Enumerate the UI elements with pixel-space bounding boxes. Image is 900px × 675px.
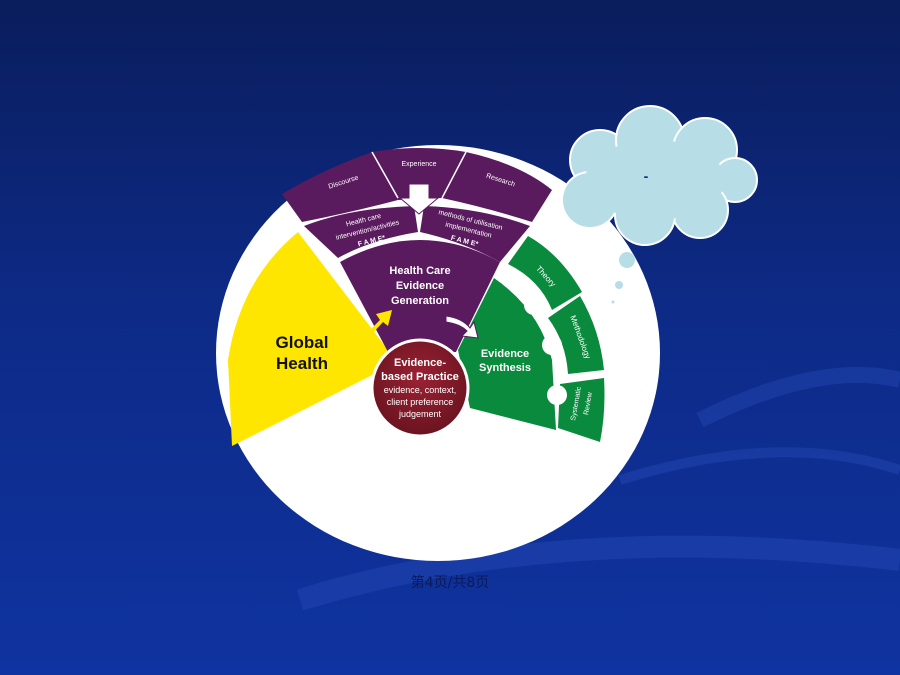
- ebp-text-line5: judgement: [398, 409, 442, 419]
- top-band-left: [282, 152, 398, 222]
- generation-label-line3: Generation: [391, 295, 449, 307]
- yellow-arrow-icon: [366, 310, 392, 337]
- background-swirls: [296, 367, 900, 611]
- experience-label: Experience: [401, 161, 436, 168]
- top-down-arrow: [398, 183, 440, 215]
- top-band-right: [442, 152, 552, 222]
- top-band-dividers: [371, 151, 467, 199]
- global-health-label-line1: Global: [276, 333, 329, 352]
- ebp-text-line3: evidence, context,: [384, 385, 457, 395]
- synthesis-label-line2: Synthesis: [479, 362, 531, 374]
- generation-label-line2: Evidence: [396, 280, 444, 292]
- theory-tab: [508, 236, 582, 310]
- cloud-text: -: [644, 168, 649, 184]
- ebp-text-line4: client preference: [387, 397, 454, 407]
- thought-bubble-medium: [615, 281, 623, 289]
- generation-label-line1: Health Care: [389, 265, 450, 277]
- systematic-review-tab: [558, 378, 605, 442]
- thought-bubble-small: [611, 300, 615, 304]
- synthesis-label-line1: Evidence: [481, 348, 529, 360]
- ebp-title-line1: Evidence-: [394, 357, 446, 369]
- fame-band-right: [420, 206, 530, 262]
- global-health-sector: [228, 232, 388, 446]
- fame-band-left: [304, 206, 418, 258]
- thought-cloud: [561, 105, 758, 246]
- ebp-title-line2: based Practice: [381, 371, 459, 383]
- methodology-tab: [548, 296, 604, 374]
- thought-bubble-large: [619, 252, 635, 268]
- review-label-line2: Review: [583, 391, 594, 416]
- synthesis-arrow-icon: [445, 315, 479, 339]
- global-health-label-line2: Health: [276, 354, 328, 373]
- ebp-circle: [370, 338, 470, 438]
- green-scallops: [524, 295, 567, 405]
- top-band-middle: [372, 148, 466, 200]
- evidence-synthesis-sector: [458, 278, 556, 430]
- page-indicator: 第4页/共8页: [410, 575, 490, 591]
